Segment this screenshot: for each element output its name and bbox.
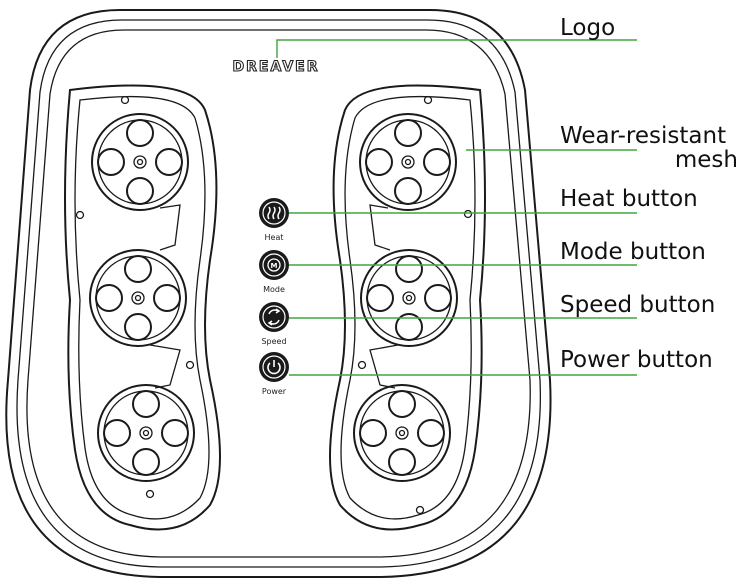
speed-button-label: Speed [261, 337, 286, 346]
heat-button-label: Heat [265, 233, 284, 242]
callout-speed: Speed button [560, 292, 715, 318]
callout-mode: Mode button [560, 239, 706, 265]
right-foot-tray [329, 84, 486, 531]
roller-right-top [359, 113, 457, 211]
callout-leaders [276, 39, 637, 376]
power-button[interactable] [259, 352, 289, 382]
heat-waves-icon [267, 206, 281, 220]
logo-leader [276, 39, 637, 58]
logo-text: DREAVER [232, 59, 319, 75]
heat-button[interactable] [259, 198, 289, 228]
speed-cycle-icon [267, 308, 281, 326]
roller-brackets [149, 204, 399, 389]
roller-left-top [91, 113, 189, 211]
mode-button[interactable]: M [259, 250, 289, 280]
power-icon [267, 360, 281, 375]
mode-button-label: Mode [263, 285, 285, 294]
roller-right-middle [360, 249, 458, 347]
callout-mesh-line2: mesh [675, 147, 738, 173]
mode-icon: M [267, 258, 281, 272]
power-button-label: Power [262, 387, 287, 396]
left-foot-tray [64, 84, 221, 531]
callout-power: Power button [560, 347, 713, 373]
callout-heat: Heat button [560, 186, 698, 212]
callout-mesh-line1: Wear-resistant [560, 123, 726, 149]
svg-text:M: M [271, 262, 278, 270]
roller-left-bottom [97, 384, 195, 482]
roller-right-bottom [353, 384, 451, 482]
roller-left-middle [89, 249, 187, 347]
speed-button[interactable] [259, 302, 289, 332]
callout-logo: Logo [560, 15, 615, 41]
device-body [5, 9, 552, 578]
